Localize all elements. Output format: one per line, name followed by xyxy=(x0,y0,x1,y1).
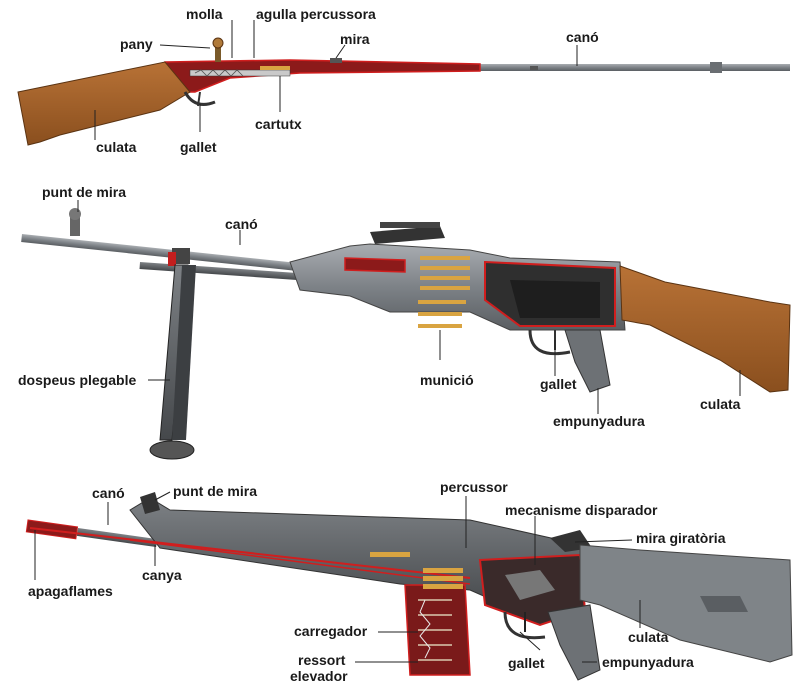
label-empunyadura-2: empunyadura xyxy=(602,654,694,670)
label-apagaflames: apagaflames xyxy=(28,583,113,599)
mg-ammo xyxy=(418,256,470,328)
label-empunyadura-1: empunyadura xyxy=(553,413,645,429)
label-punt-de-mira-1: punt de mira xyxy=(42,184,126,200)
assault-rifle xyxy=(25,492,793,681)
rifle-stock xyxy=(17,61,191,146)
ar-stock xyxy=(579,544,793,663)
label-mira-giratoria: mira giratòria xyxy=(636,530,726,546)
ar-pistol-grip xyxy=(547,604,601,681)
label-cano-2: canó xyxy=(225,216,258,232)
label-punt-de-mira-2: punt de mira xyxy=(173,483,257,499)
mg-pistol-grip xyxy=(564,329,611,393)
label-elevador: elevador xyxy=(290,668,348,684)
label-dospeus-plegable: dospeus plegable xyxy=(18,372,136,388)
rifle-barrel xyxy=(300,64,790,71)
label-mira: mira xyxy=(340,31,370,47)
label-ressort: ressort xyxy=(298,652,346,668)
label-canya: canya xyxy=(142,567,182,583)
label-culata-2: culata xyxy=(700,396,741,412)
label-pany: pany xyxy=(120,36,153,52)
ar-magazine xyxy=(404,568,471,676)
label-gallet-1: gallet xyxy=(180,139,217,155)
bolt-action-rifle xyxy=(17,37,790,146)
label-agulla-percussora: agulla percussora xyxy=(256,6,376,22)
label-municio: munició xyxy=(420,372,474,388)
label-gallet-3: gallet xyxy=(508,655,545,671)
label-cano-1: canó xyxy=(566,29,599,45)
mg-bipod xyxy=(149,248,196,460)
mg-stock xyxy=(619,265,791,393)
label-cano-3: canó xyxy=(92,485,125,501)
label-culata-1: culata xyxy=(96,139,137,155)
label-percussor: percussor xyxy=(440,479,508,495)
label-cartutx: cartutx xyxy=(255,116,302,132)
machine-gun xyxy=(21,208,791,460)
label-culata-3: culata xyxy=(628,629,669,645)
label-mecanisme-disparador: mecanisme disparador xyxy=(505,502,658,518)
label-carregador: carregador xyxy=(294,623,368,639)
label-molla: molla xyxy=(186,6,223,22)
label-gallet-2: gallet xyxy=(540,376,577,392)
